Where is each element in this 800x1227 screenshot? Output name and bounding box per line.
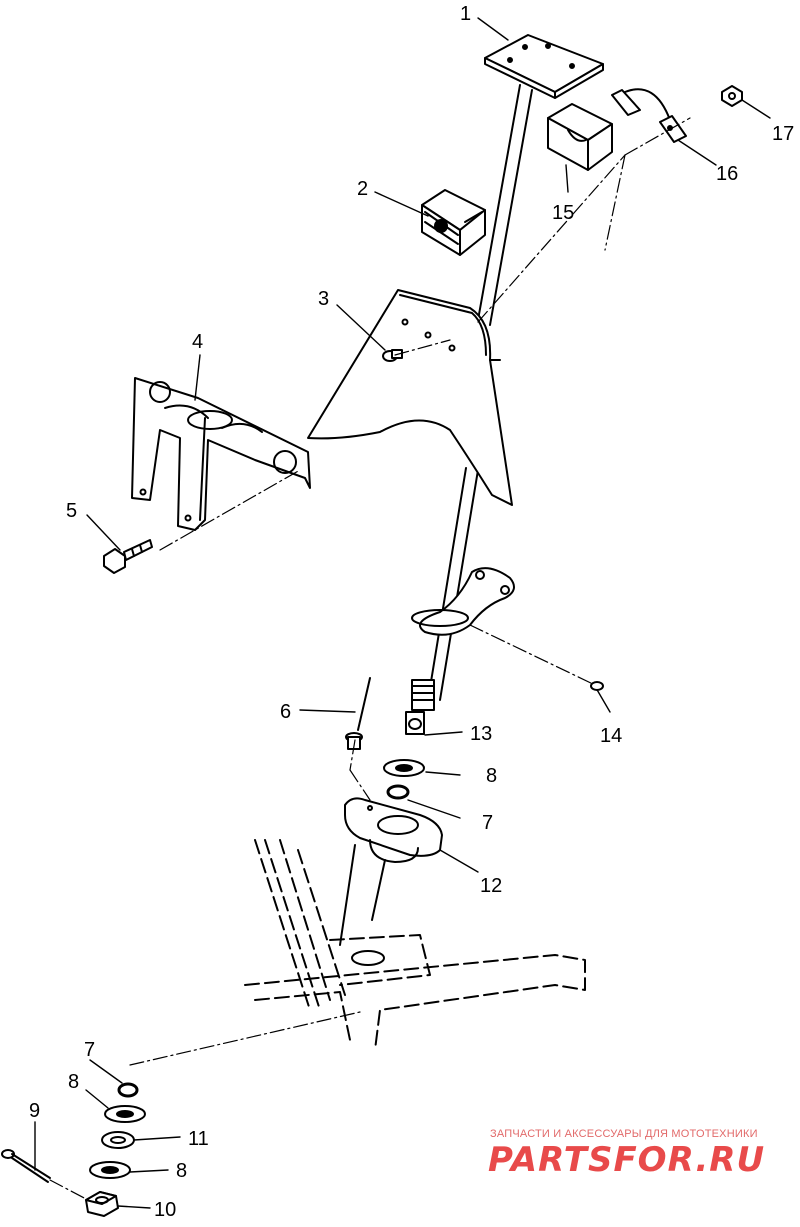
washer-hole — [395, 764, 413, 772]
callout-7-upper: 7 — [482, 812, 493, 834]
frame-bore — [351, 950, 385, 966]
watermark-subtitle: ЗАПЧАСТИ И АКСЕССУАРЫ ДЛЯ МОТОТЕХНИКИ — [490, 1128, 758, 1140]
part-5-bolt — [103, 539, 153, 574]
callout-leaders — [34, 17, 771, 1209]
callout-6: 6 — [280, 701, 291, 723]
watermark-logo: PARTSFOR.RU — [488, 1140, 766, 1180]
callout-7-lower: 7 — [84, 1039, 95, 1061]
dash-panel — [307, 289, 513, 506]
callout-10: 10 — [154, 1199, 176, 1221]
callout-5: 5 — [66, 500, 77, 522]
callout-12: 12 — [480, 875, 502, 897]
callout-14: 14 — [600, 725, 622, 747]
part-9-cotter-pin — [1, 1149, 51, 1183]
callout-2: 2 — [357, 178, 368, 200]
part-16-clamp — [611, 88, 687, 143]
part-14-flange-plate — [411, 567, 515, 636]
part-7-oring-lower — [117, 1082, 139, 1098]
callout-13: 13 — [470, 723, 492, 745]
callout-11: 11 — [188, 1128, 209, 1150]
callout-8-lower-a: 8 — [68, 1071, 79, 1093]
part-4-bracket — [131, 377, 311, 531]
leader-12-frame — [339, 844, 356, 946]
callout-9: 9 — [29, 1100, 40, 1122]
assembly-lines — [49, 117, 691, 1201]
callout-8-lower-b: 8 — [176, 1160, 187, 1182]
leader-12-frame-b — [371, 859, 386, 921]
part-12-bearing-housing — [344, 797, 443, 863]
part-11-lock-washer — [101, 1131, 135, 1149]
part-6-pin — [345, 677, 371, 750]
callout-4: 4 — [192, 331, 203, 353]
part-13-shaft-end — [405, 679, 435, 735]
washer-hole-a — [116, 1110, 134, 1118]
part-1-steering-post — [427, 34, 604, 701]
callout-15: 15 — [552, 202, 574, 224]
washer-hole-b — [101, 1166, 119, 1174]
part-7-oring-upper — [386, 784, 410, 800]
callout-labels: 1 2 3 4 5 6 7 8 7 8 9 10 11 8 12 13 14 1… — [29, 3, 794, 1221]
part-14-screw — [590, 681, 604, 691]
callout-8-upper: 8 — [486, 765, 497, 787]
callout-3: 3 — [318, 288, 329, 310]
part-15-rubber-block — [547, 103, 613, 171]
part-10-castle-nut — [85, 1191, 119, 1217]
callout-1: 1 — [460, 3, 471, 25]
part-17-nut — [721, 85, 743, 107]
callout-16: 16 — [716, 163, 738, 185]
part-2-rubber-block — [421, 189, 486, 256]
callout-17: 17 — [772, 123, 794, 145]
frame-outline — [244, 839, 586, 1051]
